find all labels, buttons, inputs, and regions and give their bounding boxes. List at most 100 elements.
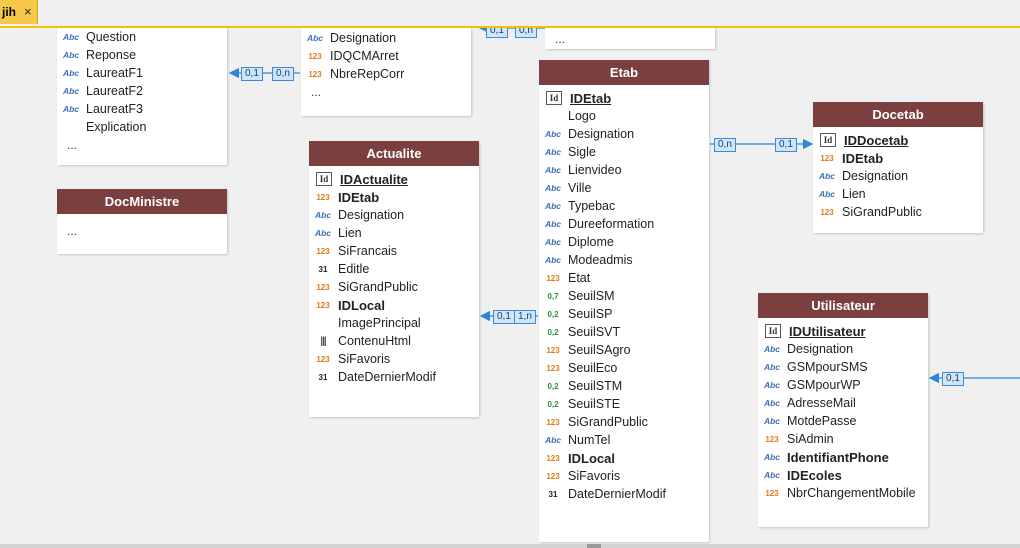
entity-docministre[interactable]: DocMinistre ... [57, 189, 227, 254]
close-icon[interactable]: × [24, 4, 32, 19]
field-name: LaureatF1 [86, 66, 143, 80]
field-name: Lien [338, 226, 362, 240]
entity-field-row[interactable]: Abc Designation [758, 340, 928, 358]
integer-type-icon: 123 [316, 300, 330, 310]
cardinality-label[interactable]: 0,n [714, 138, 736, 152]
field-name: Lien [842, 187, 866, 201]
entity-field-row[interactable]: |||ContenuHtml [309, 332, 479, 350]
entity-field-row[interactable]: Explication [57, 118, 227, 136]
cardinality-label[interactable]: 0,n [272, 67, 294, 81]
horizontal-scrollbar[interactable] [0, 544, 1020, 548]
scrollbar-grip[interactable] [587, 544, 601, 548]
field-name: NbreRepCorr [330, 67, 405, 81]
cardinality-label[interactable]: 0,1 [486, 28, 508, 38]
integer-type-icon: 123 [765, 488, 779, 498]
tab-title: jih [2, 5, 16, 19]
field-name: Designation [787, 342, 854, 356]
cardinality-label[interactable]: 1,n [514, 310, 536, 324]
cardinality-label[interactable]: 0,1 [241, 67, 263, 81]
integer-type-icon: 123 [765, 434, 779, 444]
field-name: ContenuHtml [338, 334, 411, 348]
entity-topright-partial[interactable]: ... [545, 28, 715, 49]
field-name: IDLocal [568, 450, 615, 466]
more-fields-ellipsis: ... [67, 224, 78, 238]
cardinality-label[interactable]: 0,1 [493, 310, 515, 324]
text-type-icon: Abc [62, 32, 80, 42]
text-type-icon: Abc [314, 210, 332, 220]
diagram-tab[interactable]: jih × [0, 0, 38, 24]
field-name: IDDocetab [844, 132, 909, 148]
text-type-icon: Abc [62, 50, 80, 60]
cardinality-label[interactable]: 0,1 [942, 372, 964, 386]
text-type-icon: Abc [763, 344, 781, 354]
cardinality-label[interactable]: 0,n [515, 28, 537, 38]
identifier-key-icon: Id [546, 91, 562, 105]
cardinality-label[interactable]: 0,1 [775, 138, 797, 152]
entity-field-row[interactable]: Logo [539, 107, 709, 125]
text-type-icon: Abc [544, 183, 562, 193]
entity-field-row[interactable]: ImagePrincipal [309, 314, 479, 332]
